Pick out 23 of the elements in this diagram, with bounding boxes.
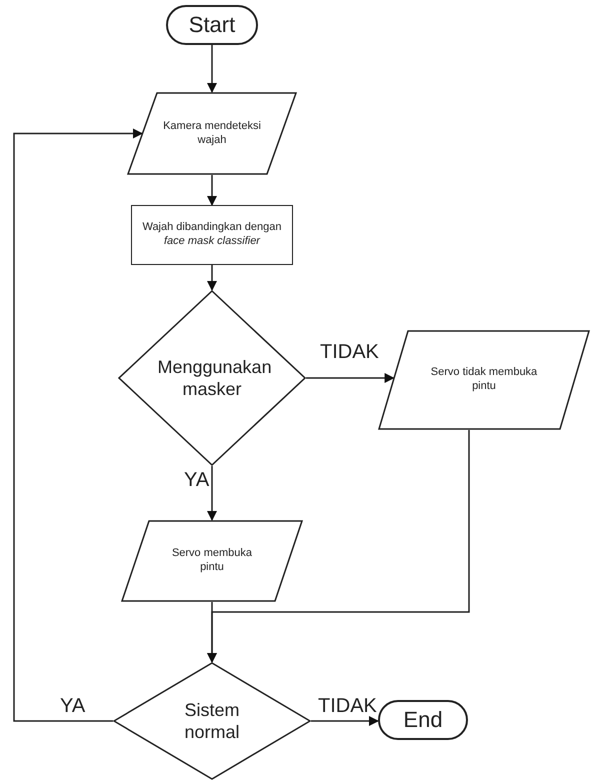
terminal-pill: [378, 700, 468, 740]
node-label: Sistem normal: [183, 698, 240, 744]
terminal-pill: [166, 5, 258, 45]
arrow: [207, 430, 470, 663]
input-output-parallelogram: [127, 92, 297, 175]
node-label: Servo tidak membuka pintu: [430, 366, 538, 394]
decision-diamond: [118, 290, 306, 466]
arrow: [207, 466, 217, 521]
node-label: Wajah dibandingkan dengan face mask classifier: [141, 221, 283, 249]
input-output-parallelogram: [121, 520, 303, 602]
arrow: [207, 175, 217, 206]
decision-diamond: [113, 662, 311, 780]
node-label: Kamera mendeteksi wajah: [162, 120, 262, 148]
arrow: [207, 45, 217, 93]
input-output-parallelogram: [378, 330, 590, 430]
arrow: [13, 128, 143, 722]
arrow: [306, 373, 395, 383]
node-label: Servo membuka pintu: [170, 547, 254, 575]
arrow: [207, 265, 217, 291]
node-label: Start: [188, 11, 236, 39]
node-label: End: [403, 706, 443, 734]
arrow: [311, 716, 379, 726]
process-box: [131, 205, 293, 265]
